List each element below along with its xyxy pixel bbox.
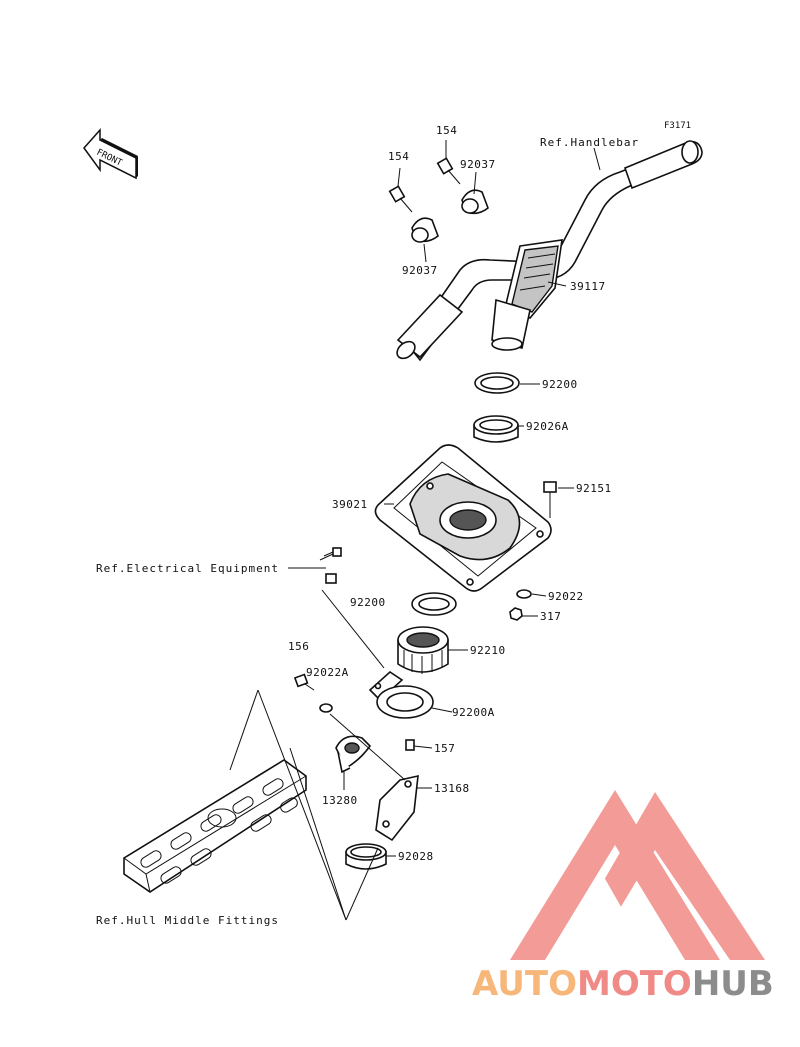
part-label-92028: 92028: [398, 850, 434, 863]
bushing-92026a: [473, 415, 519, 443]
o-ring-92200-lower: [411, 592, 457, 616]
clamp-92037-right: [461, 189, 489, 215]
part-label-92022a: 92022A: [306, 666, 349, 679]
nut-317: [509, 607, 523, 621]
part-label-13168: 13168: [434, 782, 470, 795]
reference-lines: [229, 589, 406, 921]
part-label-92037-right: 92037: [460, 158, 496, 171]
bolt-156: [293, 673, 315, 691]
bearing-92210: [397, 626, 449, 674]
ref-handlebar-leader: [593, 147, 601, 171]
diagram-code: F3171: [664, 121, 691, 131]
steering-column-39117: [491, 239, 563, 351]
watermark-logo-icon: [510, 790, 765, 960]
part-label-154-right: 154: [436, 124, 457, 137]
part-label-92210: 92210: [470, 644, 506, 657]
part-label-92200-lower: 92200: [350, 596, 386, 609]
part-label-92037-left: 92037: [402, 264, 438, 277]
watermark-moto: MOTO: [576, 964, 692, 1004]
clamp-92037-left: [411, 217, 439, 243]
part-label-157: 157: [434, 742, 455, 755]
part-label-317: 317: [540, 610, 561, 623]
handlebar: [396, 140, 703, 362]
part-label-92200a: 92200A: [452, 706, 495, 719]
o-ring-92200-top: [474, 372, 520, 394]
bracket-13168: [375, 774, 419, 842]
front-arrow-icon: FRONT: [83, 128, 138, 180]
part-label-92200-top: 92200: [542, 378, 578, 391]
part-label-13280: 13280: [322, 794, 358, 807]
watermark-hub: HUB: [691, 964, 774, 1004]
washer-92022: [516, 589, 532, 599]
bushing-92028: [345, 843, 387, 870]
part-label-92151: 92151: [576, 482, 612, 495]
part-label-92026a: 92026A: [526, 420, 569, 433]
ref-handlebar-label: Ref.Handlebar: [540, 136, 639, 149]
part-label-154-left: 154: [388, 150, 409, 163]
bolt-92151: [543, 481, 557, 518]
ring-92200a: [368, 670, 434, 719]
clamp-13280: [335, 735, 372, 774]
part-label-39021: 39021: [332, 498, 368, 511]
bolt-154-left: [388, 185, 413, 213]
watermark-auto: AUTO: [472, 964, 577, 1004]
part-label-39117: 39117: [570, 280, 606, 293]
hull-fitting-plate: [123, 759, 307, 893]
washer-92022a: [319, 703, 333, 713]
bolt-157: [405, 739, 415, 751]
mount-plate-39021: [374, 444, 552, 592]
electrical-bolt: [323, 547, 342, 584]
ref-electrical-label: Ref.Electrical Equipment: [96, 562, 279, 575]
ref-hull-label: Ref.Hull Middle Fittings: [96, 914, 279, 927]
part-label-156: 156: [288, 640, 309, 653]
watermark-text: AUTOMOTOHUB: [472, 964, 774, 1004]
bolt-154-right: [436, 157, 461, 185]
part-label-92022: 92022: [548, 590, 584, 603]
leader-lines: [319, 140, 574, 857]
